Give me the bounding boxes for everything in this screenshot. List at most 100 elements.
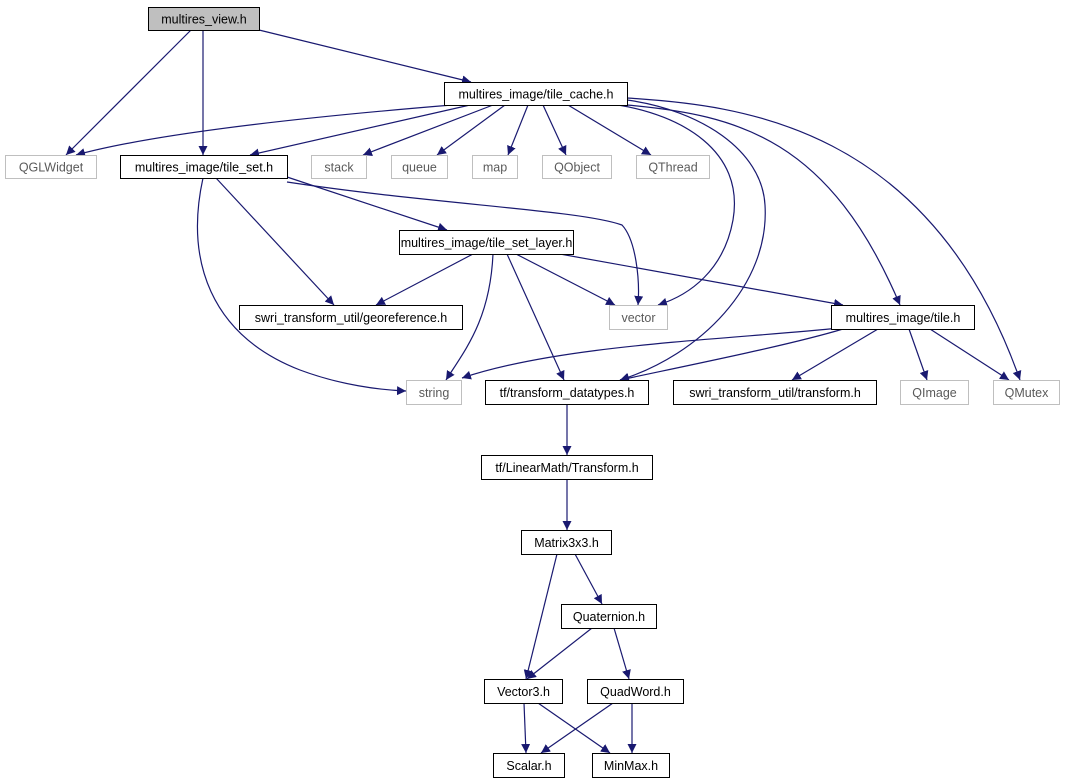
- node-linearmath-transform[interactable]: tf/LinearMath/Transform.h: [481, 455, 653, 480]
- node-box: [311, 155, 367, 179]
- node-label: Quaternion.h: [573, 610, 645, 624]
- node-matrix3x3[interactable]: Matrix3x3.h: [521, 530, 612, 555]
- edge-tile-set-to-string: [197, 177, 407, 396]
- edge-tile-cache-to-qglwidget: [75, 104, 453, 157]
- node-label: tf/LinearMath/Transform.h: [495, 461, 638, 475]
- edge-tile-cache-to-qthread: [567, 104, 652, 156]
- node-box: [561, 604, 657, 629]
- node-qthread: QThread: [636, 155, 710, 179]
- edge-tile-set-to-vector: [286, 181, 644, 306]
- node-label: MinMax.h: [604, 759, 658, 773]
- node-vector: vector: [609, 305, 668, 330]
- node-quaternion[interactable]: Quaternion.h: [561, 604, 657, 629]
- node-box: [485, 380, 649, 405]
- node-tile-set-layer[interactable]: multires_image/tile_set_layer.h: [399, 230, 574, 255]
- node-box: [5, 155, 97, 179]
- edge-tile-set-layer-to-transform-datatypes: [506, 253, 565, 381]
- node-label: multires_image/tile_set.h: [135, 161, 273, 175]
- edge-tile-set-layer-to-georeference: [375, 253, 474, 306]
- node-box: [587, 679, 684, 704]
- node-box: [831, 305, 975, 330]
- node-swri-transform[interactable]: swri_transform_util/transform.h: [673, 380, 877, 405]
- node-scalar[interactable]: Scalar.h: [493, 753, 565, 778]
- node-qmutex: QMutex: [993, 380, 1060, 405]
- node-label: map: [483, 161, 507, 175]
- node-label: Matrix3x3.h: [534, 536, 599, 550]
- node-multires-view[interactable]: multires_view.h: [148, 7, 260, 31]
- node-box: [444, 82, 628, 106]
- edge-matrix3x3-to-vector3: [523, 553, 558, 680]
- node-label: Vector3.h: [497, 685, 550, 699]
- edge-tile-cache-to-stack: [362, 104, 494, 156]
- node-label: QMutex: [1005, 386, 1050, 400]
- node-label: QImage: [912, 386, 957, 400]
- node-box: [406, 380, 462, 405]
- node-stack: stack: [311, 155, 367, 179]
- edge-tile-set-layer-to-vector: [515, 253, 616, 306]
- edges-layer: [65, 29, 1022, 754]
- node-label: QuadWord.h: [600, 685, 671, 699]
- node-label: multires_view.h: [161, 13, 246, 27]
- edge-vector3-to-minmax: [537, 702, 611, 754]
- node-map: map: [472, 155, 518, 179]
- edge-multires-view-to-tile-cache: [258, 29, 472, 85]
- node-label: swri_transform_util/georeference.h: [255, 311, 447, 325]
- node-box: [993, 380, 1060, 405]
- edge-quadword-to-scalar: [540, 702, 614, 754]
- node-box: [493, 753, 565, 778]
- node-label: multires_image/tile_set_layer.h: [401, 236, 573, 250]
- node-transform-datatypes[interactable]: tf/transform_datatypes.h: [485, 380, 649, 405]
- node-box: [673, 380, 877, 405]
- node-box: [609, 305, 668, 330]
- edge-tile-to-string: [461, 327, 841, 380]
- node-quadword[interactable]: QuadWord.h: [587, 679, 684, 704]
- node-label: swri_transform_util/transform.h: [689, 386, 861, 400]
- node-box: [472, 155, 518, 179]
- node-label: string: [419, 386, 450, 400]
- node-box: [120, 155, 288, 179]
- node-vector3[interactable]: Vector3.h: [484, 679, 563, 704]
- edge-tile-cache-to-qmutex: [626, 97, 1022, 381]
- node-box: [521, 530, 612, 555]
- node-tile-cache[interactable]: multires_image/tile_cache.h: [444, 82, 628, 106]
- node-box: [391, 155, 448, 179]
- edge-tile-set-layer-to-tile: [559, 253, 844, 308]
- edge-tile-cache-to-transform-datatypes: [619, 99, 766, 382]
- node-box: [636, 155, 710, 179]
- node-tile[interactable]: multires_image/tile.h: [831, 305, 975, 330]
- node-string: string: [406, 380, 462, 405]
- node-label: QGLWidget: [19, 161, 84, 175]
- node-qimage: QImage: [900, 380, 969, 405]
- node-box: [481, 455, 653, 480]
- node-label: QObject: [554, 161, 600, 175]
- edge-quaternion-to-vector3: [526, 627, 593, 680]
- node-box: [484, 679, 563, 704]
- nodes-layer: multires_view.h multires_image/tile_cache…: [5, 7, 1060, 778]
- edge-tile-cache-to-tile-set: [249, 104, 471, 158]
- node-minmax[interactable]: MinMax.h: [592, 753, 670, 778]
- edge-tile-to-qmutex: [929, 328, 1010, 381]
- edge-tile-cache-to-vector: [617, 104, 735, 307]
- node-label: Scalar.h: [506, 759, 551, 773]
- node-label: multires_image/tile_cache.h: [459, 88, 614, 102]
- edge-tile-cache-to-queue: [436, 104, 506, 156]
- node-label: multires_image/tile.h: [846, 311, 961, 325]
- node-label: QThread: [648, 161, 697, 175]
- node-label: stack: [324, 161, 354, 175]
- node-box: [900, 380, 969, 405]
- node-box: [542, 155, 612, 179]
- node-box: [148, 7, 260, 31]
- edge-quaternion-to-quadword: [613, 627, 631, 680]
- node-label: vector: [621, 311, 655, 325]
- edge-tile-set-to-georeference: [215, 177, 335, 306]
- node-label: queue: [402, 161, 437, 175]
- node-tile-set[interactable]: multires_image/tile_set.h: [120, 155, 288, 179]
- edge-multires-view-to-qglwidget: [65, 29, 192, 156]
- node-georeference[interactable]: swri_transform_util/georeference.h: [239, 305, 463, 330]
- node-box: [592, 753, 670, 778]
- edge-tile-to-transform-datatypes: [619, 328, 844, 383]
- node-queue: queue: [391, 155, 448, 179]
- node-qglwidget: QGLWidget: [5, 155, 97, 179]
- node-qobject: QObject: [542, 155, 612, 179]
